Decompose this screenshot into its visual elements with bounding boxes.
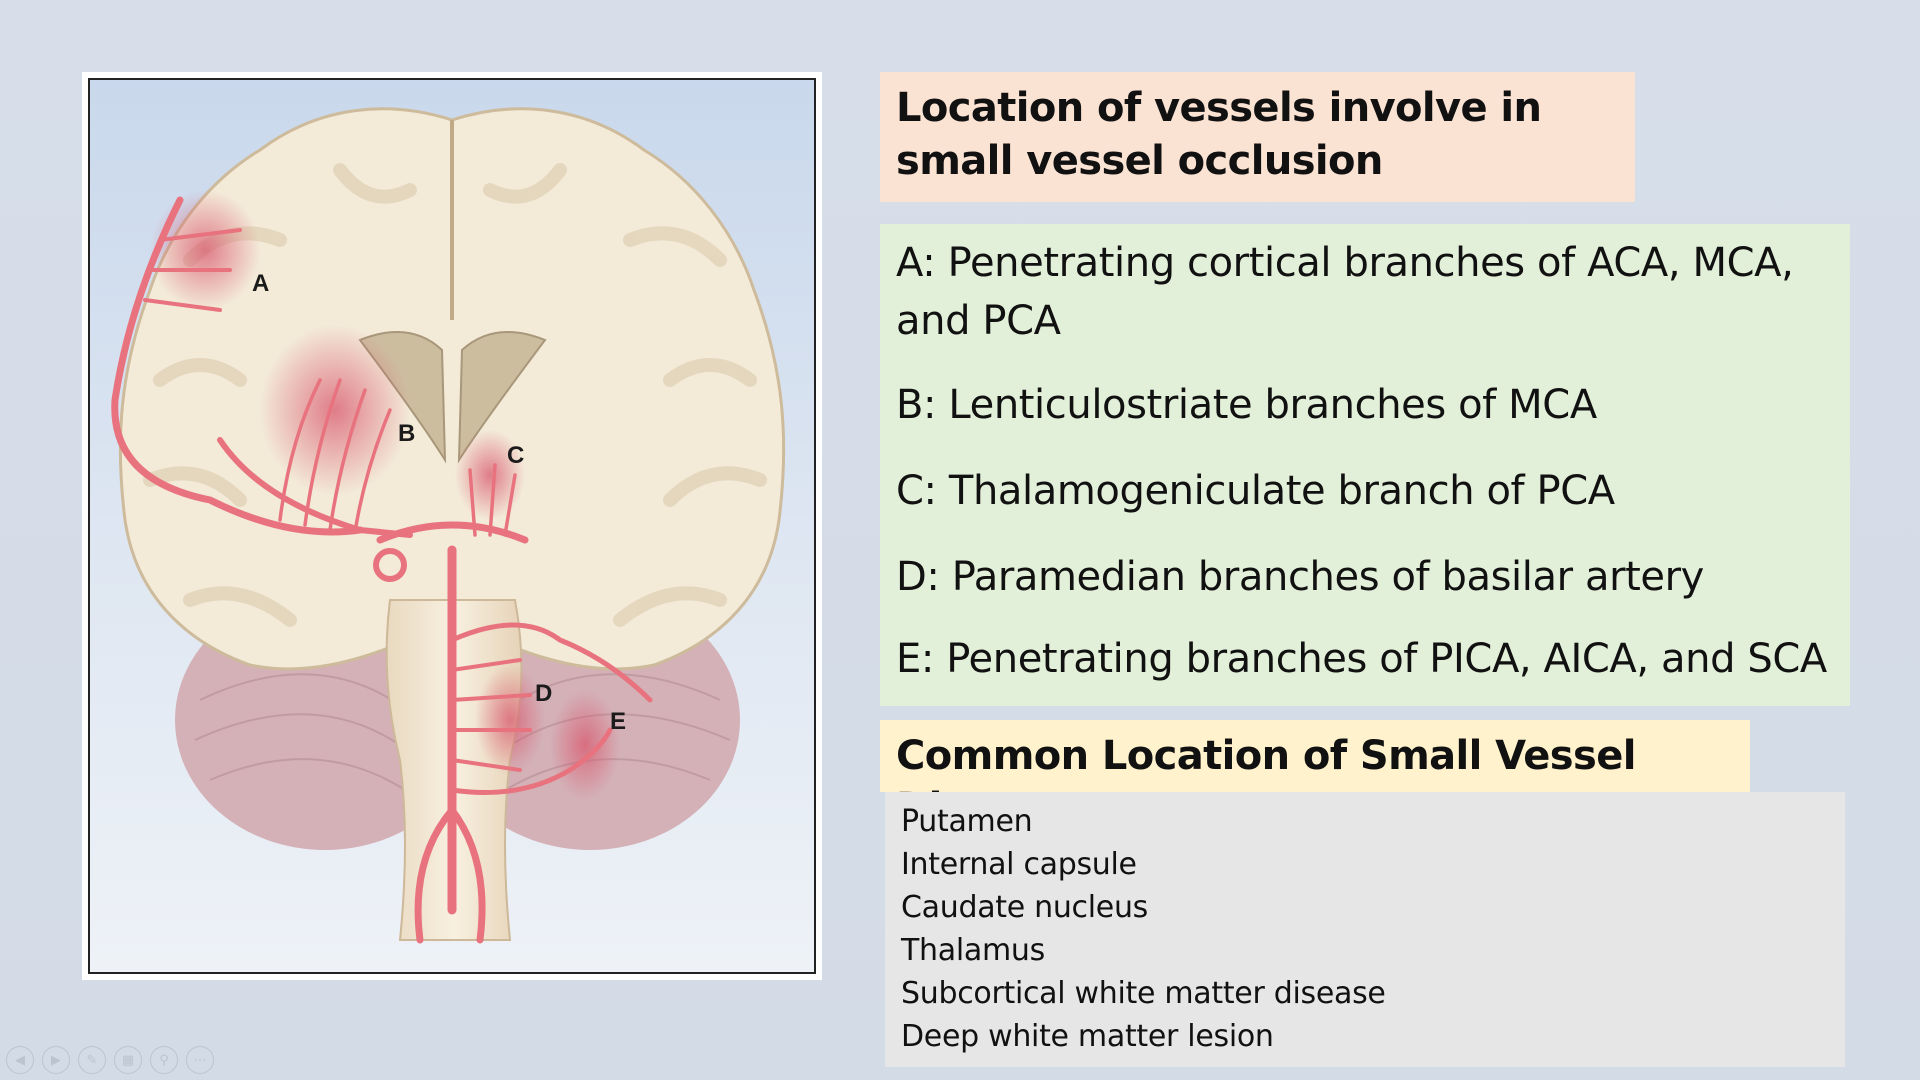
list-item: Caudate nucleus — [901, 890, 1148, 925]
common-location-list: Putamen Internal capsule Caudate nucleus… — [885, 792, 1845, 1067]
list-item: Deep white matter lesion — [901, 1019, 1274, 1054]
label-b: B — [398, 420, 416, 447]
brain-drawing — [111, 107, 786, 944]
label-d: D — [535, 680, 553, 707]
brain-figure: A B C D E — [82, 72, 822, 980]
vessel-item-b: B: Lenticulostriate branches of MCA — [896, 382, 1597, 428]
vessel-list: A: Penetrating cortical branches of ACA,… — [880, 224, 1850, 706]
pen-icon[interactable]: ✎ — [78, 1046, 106, 1074]
vessel-item-a: A: Penetrating cortical branches of ACA,… — [896, 240, 1794, 344]
title-box: Location of vessels involve in small ves… — [880, 72, 1635, 202]
infarct-a — [150, 190, 260, 310]
label-e: E — [610, 708, 627, 735]
brain-illustration: A B C D E — [88, 78, 816, 974]
slide-title: Location of vessels involve in small ves… — [896, 85, 1542, 184]
list-item: Internal capsule — [901, 847, 1137, 882]
more-icon[interactable]: ⋯ — [186, 1046, 214, 1074]
arteries — [111, 196, 653, 944]
infarct-e — [550, 690, 620, 800]
label-c: C — [507, 442, 525, 469]
list-item: Thalamus — [901, 933, 1045, 968]
slides-icon[interactable]: ▦ — [114, 1046, 142, 1074]
common-location-title-box: Common Location of Small Vessel Disease — [880, 720, 1750, 831]
vessel-item-e: E: Penetrating branches of PICA, AICA, a… — [896, 636, 1827, 682]
list-item: Subcortical white matter disease — [901, 976, 1386, 1011]
previous-icon[interactable]: ◀ — [6, 1046, 34, 1074]
zoom-icon[interactable]: ⚲ — [150, 1046, 178, 1074]
infarct-b — [260, 325, 410, 495]
infarct-d — [475, 665, 545, 775]
slideshow-controls: ◀ ▶ ✎ ▦ ⚲ ⋯ — [6, 1046, 214, 1074]
label-a: A — [252, 270, 270, 297]
list-item: Putamen — [901, 804, 1033, 839]
vessel-item-d: D: Paramedian branches of basilar artery — [896, 554, 1704, 600]
vessel-item-c: C: Thalamogeniculate branch of PCA — [896, 468, 1615, 514]
next-icon[interactable]: ▶ — [42, 1046, 70, 1074]
